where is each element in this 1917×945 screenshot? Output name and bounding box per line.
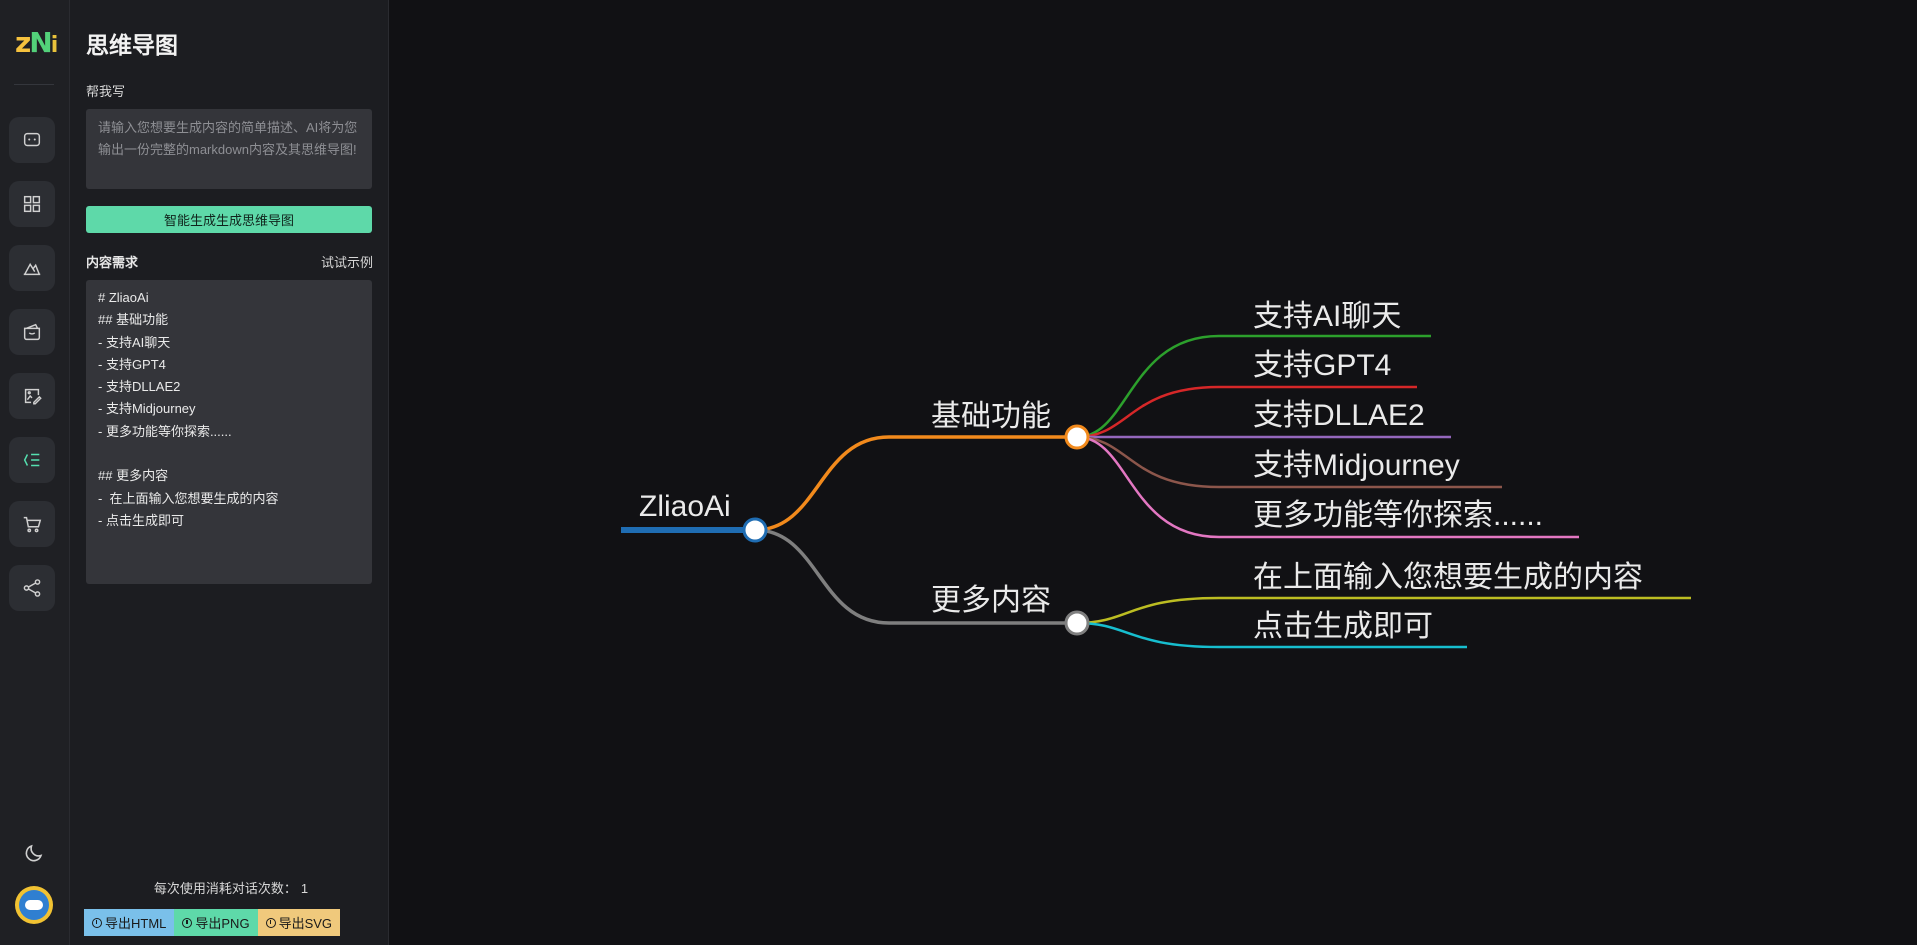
content-requirement-label: 内容需求 [86,255,139,270]
child-label-gpt4[interactable]: 支持GPT4 [1253,349,1391,382]
info-icon [265,917,276,928]
mindmap-canvas[interactable]: ZliaoAi 基础功能 更多内容 支持AI聊天 支持GPT4 支持DLLAE2… [389,0,1917,945]
page-title: 思维导图 [86,32,178,58]
usage-cost-label: 每次使用消耗对话次数： [153,881,297,896]
child-link-input [1076,596,1691,625]
avatar[interactable] [15,886,53,924]
chat-button[interactable] [9,117,55,163]
wallet-button[interactable] [9,309,55,355]
usage-cost-value: 1 [300,881,309,896]
root-label[interactable]: ZliaoAi [639,490,731,523]
rail-divider [14,84,54,85]
child-label-midjourney[interactable]: 支持Midjourney [1253,449,1460,482]
share-button[interactable] [9,565,55,611]
apps-grid-icon [23,195,41,213]
image-edit-icon [24,388,42,405]
export-svg-button[interactable]: 导出SVG [257,909,341,936]
child-label-explore[interactable]: 更多功能等你探索...... [1253,499,1543,532]
info-icon [182,917,193,928]
mindmap-svg[interactable]: ZliaoAi 基础功能 更多内容 支持AI聊天 支持GPT4 支持DLLAE2… [389,0,1917,945]
chat-icon [23,132,41,147]
export-svg-label: 导出SVG [278,916,333,931]
wallet-icon [23,323,41,341]
root-node-circle[interactable] [742,517,768,543]
branch-node-circle-basic[interactable] [1064,424,1090,450]
info-icon [92,917,102,928]
apps-button[interactable] [9,181,55,227]
usage-cost: 每次使用消耗对话次数：1 [70,878,388,897]
mindmap-side-panel: 思维导图 帮我写 请输入您想要生成内容的简单描述、AI将为您输出一份完整的mar… [70,0,389,945]
child-label-ai-chat[interactable]: 支持AI聊天 [1253,300,1401,333]
branch-label-more[interactable]: 更多内容 [931,584,1051,617]
cart-button[interactable] [9,501,55,547]
prompt-input[interactable]: 请输入您想要生成内容的简单描述、AI将为您输出一份完整的markdown内容及其… [86,109,372,189]
mindmap-icon [23,453,40,467]
image-button[interactable] [9,245,55,291]
child-link-ai-chat [1076,334,1431,439]
image-edit-button[interactable] [9,373,55,419]
markdown-editor[interactable]: # ZliaoAi ## 基础功能 - 支持AI聊天 - 支持GPT4 - 支持… [86,280,372,584]
try-example-link[interactable]: 试试示例 [320,255,373,270]
moon-icon[interactable] [22,841,46,865]
robot-avatar-icon [19,890,49,920]
child-link-generate [1076,621,1467,649]
export-buttons: 导出HTML 导出PNG 导出SVG [84,909,341,936]
icon-rail: zNi [0,0,70,945]
image-mountain-icon [23,262,41,276]
branch-link-basic [754,435,1077,532]
help-write-label: 帮我写 [86,84,126,99]
branch-link-more [754,528,1077,625]
child-label-input[interactable]: 在上面输入您想要生成的内容 [1253,561,1643,594]
app-logo: zNi [15,26,58,59]
child-label-generate[interactable]: 点击生成即可 [1253,610,1433,643]
cart-icon [23,516,42,533]
child-link-gpt4 [1076,385,1417,439]
export-png-label: 导出PNG [195,916,250,931]
export-png-button[interactable]: 导出PNG [174,909,258,936]
export-html-button[interactable]: 导出HTML [84,909,175,936]
branch-label-basic[interactable]: 基础功能 [931,400,1051,433]
child-label-dllae2[interactable]: 支持DLLAE2 [1253,399,1425,432]
share-icon [23,579,41,597]
child-link-explore [1076,435,1579,539]
branch-node-circle-more[interactable] [1064,610,1090,636]
export-html-label: 导出HTML [105,916,167,931]
child-link-midjourney [1076,435,1502,489]
mindmap-button[interactable] [9,437,55,483]
generate-mindmap-button[interactable]: 智能生成生成思维导图 [86,206,372,233]
